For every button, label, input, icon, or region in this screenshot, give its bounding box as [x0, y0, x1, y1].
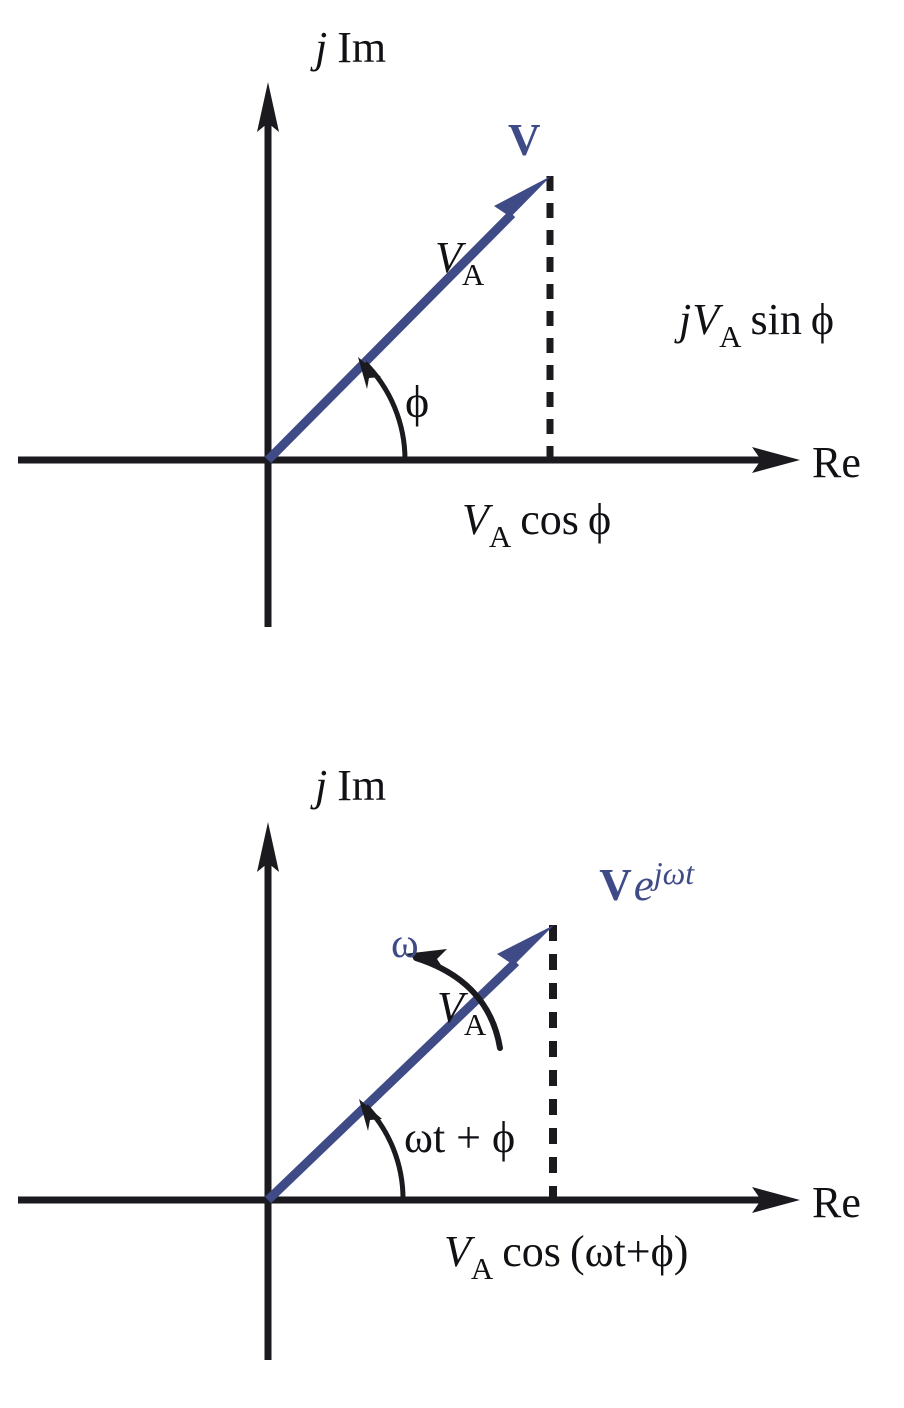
imag-component-base: V	[692, 295, 724, 344]
real-component-function-rotating: cos	[502, 1227, 561, 1276]
phasor-magnitude-label-rotating: VA	[338, 983, 563, 1045]
angular-velocity-label: ω	[391, 921, 419, 967]
angle-arc-phi-static	[358, 357, 408, 461]
phasor-vector-static	[264, 176, 551, 464]
real-component-subscript-rotating: A	[471, 1251, 494, 1286]
imaginary-axis-rotating	[257, 822, 279, 1360]
imaginary-axis-label-im: Im	[337, 23, 386, 72]
tip-label-bold-v: V	[599, 860, 632, 910]
real-component-function: cos	[520, 495, 579, 544]
phasor-tip-label-static: V	[508, 115, 541, 165]
imag-component-function: sin	[751, 295, 802, 344]
phasor-vector-rotating	[264, 925, 554, 1204]
real-component-subscript: A	[489, 519, 512, 554]
real-component-argument: ϕ	[588, 495, 611, 544]
real-component-base-rotating: V	[444, 1227, 476, 1276]
magnitude-base-rotating: V	[437, 983, 469, 1032]
imaginary-axis-label-im-rotating: Im	[337, 761, 386, 810]
angle-arc-omega-t-phi	[359, 1099, 406, 1201]
real-component-argument-rotating: (ωt+ϕ)	[570, 1227, 688, 1276]
phasor-magnitude-label-static: VA	[336, 233, 561, 295]
imaginary-axis-label-j: j	[310, 23, 327, 72]
phasor-tip-label-rotating: Vejωt	[498, 844, 773, 910]
magnitude-subscript-static: A	[462, 257, 485, 292]
real-component-base: V	[462, 495, 494, 544]
imaginary-axis-label-j-rotating: j	[310, 761, 327, 810]
real-axis-static	[18, 447, 800, 473]
tip-label-exponent: jωt	[650, 855, 695, 891]
magnitude-subscript-rotating: A	[464, 1007, 487, 1042]
imag-component-subscript: A	[719, 319, 742, 354]
rotation-arrow-omega	[404, 949, 503, 1051]
angle-label-rotating: ωt + ϕ	[404, 1113, 515, 1162]
real-axis-label-static: Re	[812, 438, 861, 487]
imag-component-argument: ϕ	[811, 295, 834, 344]
tip-label-exponent-base: e	[634, 860, 654, 910]
real-axis-rotating	[18, 1187, 800, 1213]
real-axis-label-rotating: Re	[812, 1178, 861, 1227]
magnitude-base-static: V	[435, 233, 467, 282]
imag-component-j: j	[674, 295, 691, 344]
imaginary-axis-static	[257, 82, 279, 627]
angle-label-static: ϕ	[405, 376, 429, 427]
